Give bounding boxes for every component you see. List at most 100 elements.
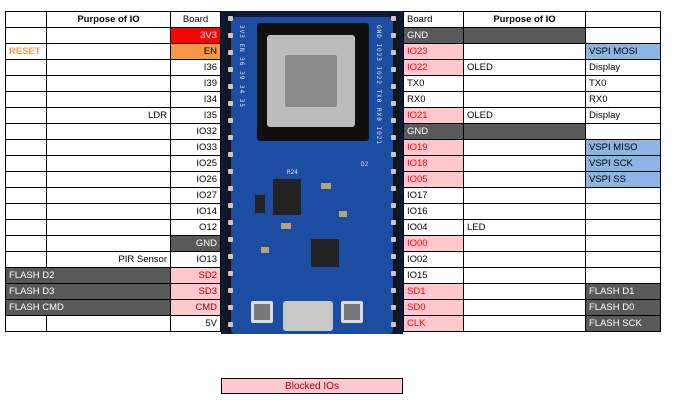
left-pin-label: IO32 xyxy=(170,123,221,140)
right-pin-label: IO19 xyxy=(403,139,464,156)
right-row: IO04 LED xyxy=(403,219,661,236)
right-function xyxy=(585,203,661,220)
right-pin-label: CLK xyxy=(403,315,464,332)
right-row: IO21 OLED Display xyxy=(403,107,661,124)
rf-shield xyxy=(267,35,355,127)
right-row: IO15 xyxy=(403,267,661,284)
right-row: IO19 VSPI MISO xyxy=(403,139,661,156)
left-note xyxy=(5,171,47,188)
right-purpose xyxy=(463,171,586,188)
right-header-pin xyxy=(391,271,396,276)
esp32-board-photo: 3V3 EN 36 39 34 35 GND IO23 IO22 TX0 RX0… xyxy=(221,11,403,334)
left-row: O12 xyxy=(5,219,221,236)
left-header-purpose: Purpose of IO xyxy=(46,11,171,28)
left-header-board: Board xyxy=(170,11,221,28)
left-row: 5V xyxy=(5,315,221,332)
right-header-pin xyxy=(391,33,396,38)
left-header-pin xyxy=(228,118,233,123)
right-header-pin xyxy=(391,220,396,225)
left-note xyxy=(5,203,47,220)
right-header-pin xyxy=(391,101,396,106)
right-header-pin xyxy=(391,169,396,174)
right-header-pin xyxy=(391,84,396,89)
left-header-pin xyxy=(228,84,233,89)
left-note xyxy=(5,75,47,92)
right-pin-label: TX0 xyxy=(403,75,464,92)
right-pin-label: GND xyxy=(403,27,464,44)
left-pin-label: IO25 xyxy=(170,155,221,172)
right-row: SD1 FLASH D1 xyxy=(403,283,661,300)
left-purpose xyxy=(46,43,171,60)
right-function xyxy=(585,267,661,284)
right-purpose: OLED xyxy=(463,59,586,76)
left-header-pin xyxy=(228,220,233,225)
right-function: VSPI SCK xyxy=(585,155,661,172)
left-pin-label: I34 xyxy=(170,91,221,108)
right-pin-label: GND xyxy=(403,123,464,140)
left-header-pin xyxy=(228,203,233,208)
right-row: IO22 OLED Display xyxy=(403,59,661,76)
left-note xyxy=(5,315,47,332)
left-row: IO14 xyxy=(5,203,221,220)
left-purpose xyxy=(46,315,171,332)
left-pin-label: O12 xyxy=(170,219,221,236)
left-note xyxy=(5,139,47,156)
left-note: FLASH D2 xyxy=(5,267,171,284)
left-note: FLASH D3 xyxy=(5,283,171,300)
left-note xyxy=(5,155,47,172)
left-header-pin xyxy=(228,33,233,38)
left-purpose xyxy=(46,235,171,252)
right-row: IO00 xyxy=(403,235,661,252)
silkscreen-left: 3V3 EN 36 39 34 35 xyxy=(238,25,245,109)
left-pin-label: IO13 xyxy=(170,251,221,268)
small-chip xyxy=(255,195,265,213)
right-function: FLASH D1 xyxy=(585,283,661,300)
left-purpose xyxy=(46,27,171,44)
right-function: RX0 xyxy=(585,91,661,108)
left-note xyxy=(5,219,47,236)
left-pin-label: I39 xyxy=(170,75,221,92)
right-function: VSPI MISO xyxy=(585,139,661,156)
left-header-pin xyxy=(228,186,233,191)
left-pin-table: Purpose of IO Board 3V3 RESET EN I36 I39… xyxy=(5,11,221,332)
left-note xyxy=(5,123,47,140)
left-header-pin xyxy=(228,50,233,55)
left-header-pin xyxy=(228,67,233,72)
right-header-pin xyxy=(391,322,396,327)
left-row: IO27 xyxy=(5,187,221,204)
left-pin-label: 5V xyxy=(170,315,221,332)
right-function: FLASH D0 xyxy=(585,299,661,316)
capacitor xyxy=(261,247,269,253)
wifi-module xyxy=(257,23,369,141)
right-header-pin xyxy=(391,135,396,140)
left-pin-label: SD3 xyxy=(170,283,221,300)
boot-button xyxy=(341,301,363,323)
left-note: RESET xyxy=(5,43,47,60)
right-row: SD0 FLASH D0 xyxy=(403,299,661,316)
left-pin-label: IO27 xyxy=(170,187,221,204)
right-purpose xyxy=(463,27,586,44)
right-pin-label: IO21 xyxy=(403,107,464,124)
right-header-purpose: Purpose of IO xyxy=(463,11,586,28)
left-purpose xyxy=(46,123,171,140)
right-purpose xyxy=(463,43,586,60)
right-pin-label: IO05 xyxy=(403,171,464,188)
right-function xyxy=(585,251,661,268)
left-purpose xyxy=(46,75,171,92)
left-pin-label: I36 xyxy=(170,59,221,76)
right-row: IO18 VSPI SCK xyxy=(403,155,661,172)
right-row: IO02 xyxy=(403,251,661,268)
right-purpose xyxy=(463,235,586,252)
left-note xyxy=(5,27,47,44)
right-pin-label: IO04 xyxy=(403,219,464,236)
left-header-row: Purpose of IO Board xyxy=(5,11,221,28)
left-pin-label: CMD xyxy=(170,299,221,316)
left-purpose xyxy=(46,155,171,172)
left-row: FLASH D3 SD3 xyxy=(5,283,221,300)
esp32-chip xyxy=(285,55,337,107)
right-pin-label: RX0 xyxy=(403,91,464,108)
right-row: GND xyxy=(403,27,661,44)
left-note xyxy=(5,235,47,252)
right-header-board: Board xyxy=(403,11,464,28)
right-purpose xyxy=(463,283,586,300)
